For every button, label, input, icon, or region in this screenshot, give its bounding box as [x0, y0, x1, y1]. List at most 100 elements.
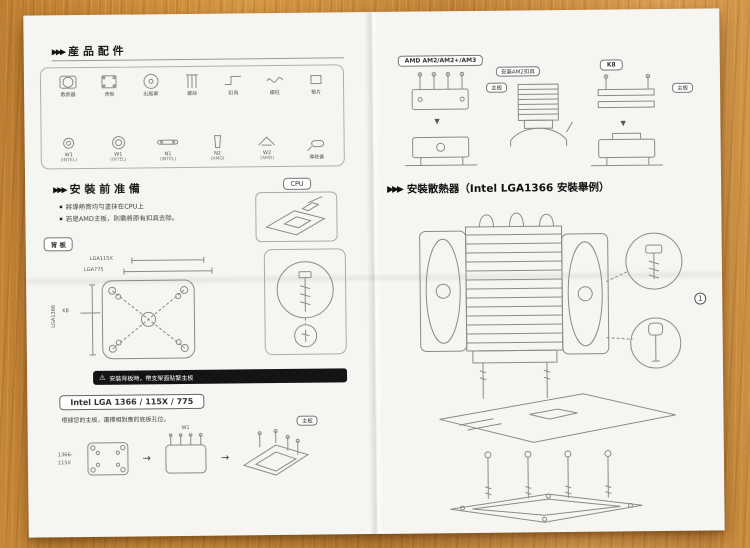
- parts-row-2: W1 (INTEL) W1 (INTEL) N1 (INTEL): [49, 131, 337, 163]
- cpu-paste-diagram: CPU: [255, 170, 340, 243]
- k8-bracket-mounted-diagram: [590, 132, 663, 167]
- part-sublabel: (INTEL): [159, 157, 177, 163]
- part-label: 墊片: [311, 89, 322, 96]
- amd-bracket-pins-diagram: [411, 71, 469, 111]
- backplate-diagram: LGA115X LGA775 K8 LGA1366: [50, 253, 251, 367]
- backplate-section-title: 背 板: [43, 237, 74, 252]
- intel-socket-desc: 根據您的主板，選擇相對應的底板孔位。: [61, 416, 170, 425]
- part-thermal-paste: 導熱膏: [297, 135, 337, 161]
- cpu-label: CPU: [283, 177, 311, 190]
- install-heatsink-title: 安裝散熱器（Intel LGA1366 安裝舉例）: [406, 181, 610, 196]
- grommet-icon: [63, 137, 75, 149]
- cooler-exploded-diagram: 1: [391, 197, 710, 446]
- backplate-holes-diagram: [86, 442, 129, 476]
- part-pad: 墊片: [296, 70, 336, 96]
- am2-clip-diagram: [510, 83, 573, 147]
- amd-socket-title: AMD AM2/AM2+/AM3: [397, 54, 484, 67]
- part-label: 出風罩: [143, 91, 159, 98]
- down-arrow-icon: ▼: [620, 119, 626, 128]
- metal-clip-icon: [258, 136, 276, 146]
- bracket-plate-icon: [157, 139, 179, 145]
- leaflet-right-page: AMD AM2/AM2+/AM3 主板 ▼ 安裝AM2扣具: [373, 8, 725, 534]
- thermal-paste-syringe-icon: [307, 140, 325, 152]
- lga115x-label: LGA115X: [89, 255, 113, 262]
- section-preparation-header: ▶▶▶ 安 裝 前 准 備: [53, 180, 140, 197]
- motherboard-label: 主板: [672, 82, 694, 93]
- accessories-parts-box: 散熱器 背板 出風罩 螺絲: [39, 64, 345, 170]
- part-clip-w2: W2 (AMD): [247, 132, 287, 161]
- motherboard-mount-wrap: 主板: [236, 415, 318, 488]
- lga775-label: LGA775: [83, 266, 104, 274]
- part-fan-guard: 出風罩: [131, 72, 171, 97]
- part-sublabel: (AMD): [260, 156, 275, 162]
- amd-bracket-mounted-diagram: [404, 136, 477, 167]
- part-label: 散熱器: [60, 92, 76, 99]
- lga1366-label: LGA1366: [50, 304, 57, 328]
- bullet-icon: ▪: [59, 204, 63, 211]
- am2-clip-title: 安裝AM2扣具: [495, 66, 540, 77]
- part-label: 螺絲: [187, 90, 198, 97]
- triple-arrow-icon: ▶▶▶: [387, 184, 402, 195]
- bracket-icon: [225, 75, 242, 86]
- backplate-pins-wrap: W1: [158, 425, 215, 484]
- part-label: 螺柱: [269, 89, 280, 97]
- preparation-bullets: ▪將導熱膏均勻塗抹在CPU上 ▪若是AMD主板，則需將原有扣具去除。: [59, 199, 249, 226]
- part-sublabel: (AMD): [210, 156, 225, 162]
- step-arrow-icon: →: [220, 452, 230, 464]
- part-label: 扣具: [228, 90, 239, 97]
- part-clip: 螺柱: [255, 71, 295, 96]
- intel-socket-diagrams: 1366- 115X → W1: [58, 415, 355, 489]
- motherboard-label: 主板: [296, 415, 318, 426]
- label-1366: 1366-: [57, 452, 73, 459]
- pad-icon: [310, 75, 322, 85]
- section-accessories-header: ▶▶▶ 産 品 配 件: [52, 43, 124, 60]
- standoff-icon: [213, 135, 221, 149]
- k8-socket-title: K8: [599, 59, 623, 71]
- bullet-icon: ▪: [59, 216, 63, 223]
- part-label: 背板: [104, 91, 115, 98]
- warning-icon: ⚠: [99, 373, 106, 382]
- part-sublabel: (INTEL): [110, 157, 127, 163]
- part-label: 導熱膏: [309, 154, 325, 161]
- socket-hole-labels: 1366- 115X: [58, 452, 73, 466]
- screw-detail-drawing: [276, 261, 334, 348]
- backplate-drawing: [80, 256, 213, 360]
- bullet-text: 若是AMD主板，則需將原有扣具去除。: [65, 214, 179, 224]
- backplate-icon: [101, 75, 117, 89]
- leaflet-left-page: ▶▶▶ 産 品 配 件 散熱器 背板 出風罩: [25, 12, 377, 538]
- bullet-text: 將導熱膏均勻塗抹在CPU上: [65, 202, 144, 212]
- warning-text: 安裝背板時，帶支架面貼緊主板: [109, 374, 194, 383]
- step-arrow-icon: →: [142, 452, 151, 464]
- part-sublabel: (INTEL): [60, 158, 77, 164]
- washer-icon: [111, 136, 125, 150]
- part-washer-w1: W1 (INTEL): [98, 133, 138, 163]
- intel-socket-title: Intel LGA 1366 / 115X / 775: [59, 393, 205, 411]
- k8-bracket-pins-diagram: [597, 73, 655, 109]
- part-plate-n1: N1 (INTEL): [148, 133, 188, 162]
- motherboard-mount-diagram: [243, 429, 310, 476]
- part-grommet-w1: W1 (INTEL): [49, 134, 89, 163]
- preparation-title: 安 裝 前 准 備: [69, 182, 140, 197]
- callout-number-badge: 1: [694, 292, 707, 305]
- label-115x: 115X: [57, 460, 71, 467]
- screws-frame-diagram: [450, 450, 643, 523]
- part-standoff-n2: N2 (AMD): [197, 132, 237, 162]
- backplate-warning: ⚠ 安裝背板時，帶支架面貼緊主板: [93, 368, 348, 385]
- down-arrow-icon: ▼: [434, 117, 440, 126]
- cpu-paste-drawing: [265, 196, 326, 236]
- screws-icon: [185, 74, 198, 88]
- cooler-drawing: [419, 212, 683, 443]
- screw-detail-box: [263, 248, 347, 356]
- parts-row-1: 散熱器 背板 出風罩 螺絲: [48, 70, 336, 98]
- clip-icon: [266, 76, 283, 83]
- triple-arrow-icon: ▶▶▶: [51, 46, 65, 56]
- part-heatsink: 散熱器: [48, 73, 88, 98]
- instruction-leaflet: ▶▶▶ 産 品 配 件 散熱器 背板 出風罩: [23, 8, 725, 538]
- k8-label: K8: [62, 308, 69, 315]
- backplate-pins-diagram: [165, 433, 207, 474]
- heatsink-icon: [59, 75, 77, 89]
- part-screws: 螺絲: [172, 72, 212, 97]
- bullet-item: ▪若是AMD主板，則需將原有扣具去除。: [59, 212, 249, 226]
- part-backplate: 背板: [89, 73, 129, 98]
